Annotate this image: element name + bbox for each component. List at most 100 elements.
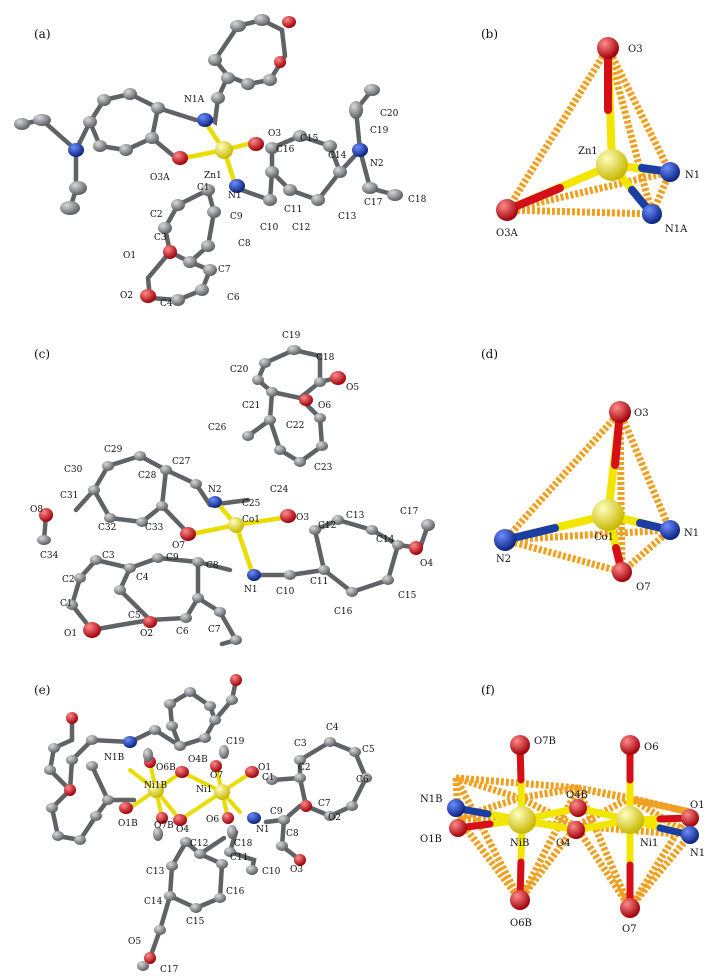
label-c-C12: C12 <box>318 521 336 531</box>
atom-n1a <box>197 113 213 127</box>
label-e-C16: C16 <box>226 887 245 897</box>
label-c-O2: O2 <box>140 629 153 639</box>
label-e-O1: O1 <box>258 763 271 773</box>
atom-o1 <box>83 622 101 638</box>
atom-o5 <box>330 371 346 385</box>
label-f-O7B: O7B <box>534 736 556 747</box>
label-a-C13: C13 <box>338 212 357 222</box>
panel-d-label: (d) <box>481 347 498 361</box>
atom-b-Zn1 <box>596 149 628 181</box>
label-c-O1: O1 <box>64 629 77 639</box>
label-f-Ni1: Ni1 <box>640 838 658 849</box>
atom-n2 <box>208 496 222 508</box>
label-e-O7B: O7B <box>154 821 174 831</box>
atom-o1b <box>119 802 133 814</box>
label-c-C24: C24 <box>270 485 289 495</box>
atom-o-top-a <box>282 16 296 28</box>
label-e-C15: C15 <box>186 917 205 927</box>
atom-d-O7 <box>612 562 632 582</box>
label-a-C7: C7 <box>218 265 231 275</box>
label-b-N1A: N1A <box>665 224 688 235</box>
label-c-C25: C25 <box>242 499 261 509</box>
label-f-O1: O1 <box>690 800 705 811</box>
label-a-Zn1: Zn1 <box>204 171 222 181</box>
label-d-N1: N1 <box>684 528 699 539</box>
label-f-N1B: N1B <box>420 794 442 805</box>
atom-o1 <box>163 245 177 259</box>
label-c-C8: C8 <box>206 561 219 571</box>
label-f-N1: N1 <box>690 848 705 859</box>
label-c-C17: C17 <box>400 507 419 517</box>
panel-b-label: (b) <box>481 27 498 41</box>
label-e-C19: C19 <box>226 737 245 747</box>
atom-o-top-left <box>66 712 78 724</box>
label-a-O2: O2 <box>120 291 133 301</box>
atom-o1 <box>245 766 259 778</box>
label-e-O6B: O6B <box>156 763 176 773</box>
label-c-C23: C23 <box>314 463 333 473</box>
panel-f-label: (f) <box>481 683 495 697</box>
label-f-O4: O4 <box>556 838 571 849</box>
label-c-C18: C18 <box>316 353 335 363</box>
label-e-O5: O5 <box>128 937 141 947</box>
atom-o-top-b <box>274 56 286 68</box>
polyhedron-b-labels: O3 Zn1 N1 N1A O3A <box>496 44 700 239</box>
label-e-C5: C5 <box>362 745 375 755</box>
atom-o4 <box>173 814 187 826</box>
label-c-O3: O3 <box>296 513 309 523</box>
atom-o-ring-left <box>64 784 76 796</box>
label-a-C9: C9 <box>230 212 243 222</box>
label-c-C28: C28 <box>138 471 157 481</box>
label-e-C14: C14 <box>144 897 163 907</box>
label-e-Ni1: Ni1 <box>196 785 212 795</box>
label-d-Co1: Co1 <box>594 532 614 543</box>
atom-d-N2 <box>494 529 516 551</box>
atom-o3 <box>280 509 296 523</box>
atom-o5 <box>144 952 156 964</box>
label-e-O2: O2 <box>328 813 341 823</box>
polyhedron-d-edges <box>502 409 674 576</box>
label-e-C1: C1 <box>262 773 275 783</box>
label-e-C11: C11 <box>230 853 248 863</box>
panel-c-label: (c) <box>34 347 50 361</box>
label-d-N2: N2 <box>496 554 511 565</box>
label-c-N2: N2 <box>208 485 222 495</box>
panel-d: (d) O3 Co1 N1 N2 O7 <box>481 347 699 593</box>
label-c-C19: C19 <box>282 331 301 341</box>
label-c-C20: C20 <box>230 365 249 375</box>
label-c-C9: C9 <box>166 553 179 563</box>
atom-d-O3 <box>609 401 631 423</box>
atom-o8 <box>39 508 53 522</box>
atom-b-N1 <box>660 162 680 182</box>
label-c-C16: C16 <box>334 607 353 617</box>
atom-n1 <box>229 179 245 193</box>
label-d-O3: O3 <box>634 408 649 419</box>
label-c-C11: C11 <box>310 577 328 587</box>
polyhedron-b-edges <box>504 46 674 218</box>
panel-f: (f) <box>420 683 705 935</box>
label-a-C19: C19 <box>370 126 389 136</box>
label-a-C2: C2 <box>150 210 163 220</box>
label-f-O6B: O6B <box>510 918 532 929</box>
label-c-C31: C31 <box>60 491 78 501</box>
label-c-O5: O5 <box>346 383 359 393</box>
label-c-C21: C21 <box>242 401 260 411</box>
label-c-C30: C30 <box>64 465 83 475</box>
atom-o-top <box>230 674 242 686</box>
molecule-c-atoms <box>37 345 435 645</box>
label-c-C10: C10 <box>276 587 295 597</box>
label-c-Co1: Co1 <box>242 515 260 525</box>
panel-e: (e) <box>34 674 375 975</box>
label-c-C2: C2 <box>62 575 75 585</box>
label-c-C29: C29 <box>104 445 123 455</box>
panel-a: (a) <box>14 14 427 309</box>
atom-f-O7 <box>620 898 640 918</box>
label-e-C8: C8 <box>286 829 299 839</box>
label-a-C16: C16 <box>276 145 295 155</box>
label-b-N1: N1 <box>685 170 700 181</box>
atom-n1 <box>247 569 261 581</box>
label-a-C18: C18 <box>408 195 427 205</box>
panel-c: (c) <box>30 331 435 647</box>
label-f-O6: O6 <box>644 742 659 753</box>
